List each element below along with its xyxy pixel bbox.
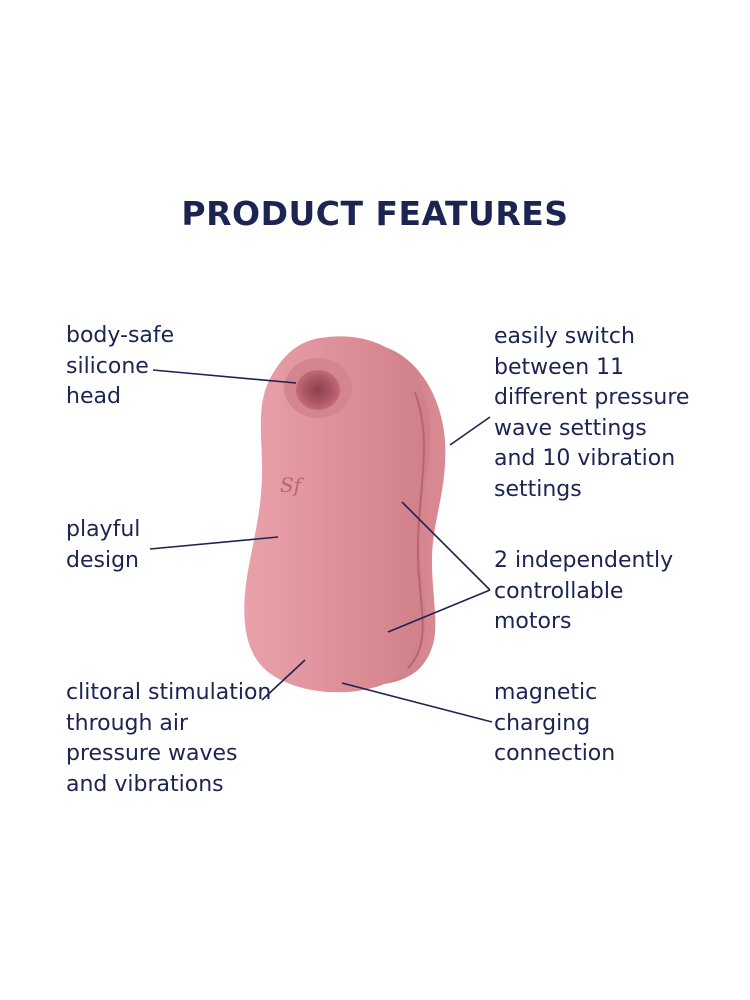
feature-text-line: 2 independently (494, 548, 674, 573)
feature-text-line: easily switch (494, 324, 635, 349)
feature-label-settings: easily switch between 11 different press… (494, 322, 689, 505)
feature-text-line: playful (66, 517, 141, 542)
feature-text-line: magnetic (494, 680, 598, 705)
callout-line-motors-b (387, 589, 491, 633)
device-seam (407, 391, 425, 669)
feature-text-line: settings (494, 476, 582, 502)
pressure-head-hole (296, 370, 340, 410)
feature-label-playful-design: playful design (66, 515, 140, 576)
feature-text-line: wave settings (494, 415, 647, 441)
feature-label-charging: magnetic charging connection (494, 678, 615, 770)
feature-label-silicone-head: body-safe silicone head (66, 321, 174, 413)
feature-label-stimulation: clitoral stimulation through air pressur… (66, 678, 271, 800)
callout-line-switch (449, 416, 491, 446)
page-title: PRODUCT FEATURES (181, 194, 569, 233)
feature-text-line: silicone (66, 353, 149, 379)
callout-line-silicone (152, 369, 297, 384)
feature-text-line: connection (494, 741, 616, 766)
feature-text-line: head (66, 384, 121, 409)
callout-line-clitoral (261, 659, 306, 701)
feature-text-line: controllable (494, 578, 624, 604)
feature-text-line: different pressure (494, 385, 690, 410)
device-body (244, 336, 431, 693)
feature-text-line: between 11 (494, 354, 625, 380)
feature-text-line: and 10 vibration (494, 446, 676, 471)
callout-line-motors-a (401, 501, 491, 591)
feature-text-line: clitoral stimulation (66, 680, 272, 705)
feature-text-line: body-safe (66, 323, 175, 348)
feature-text-line: pressure waves (66, 741, 238, 766)
feature-text-line: and vibrations (66, 771, 224, 797)
callout-line-charging (341, 682, 493, 723)
brand-logo: Sf (280, 473, 305, 497)
feature-text-line: motors (494, 609, 572, 634)
feature-text-line: through air (66, 710, 189, 736)
feature-label-motors: 2 independently controllable motors (494, 546, 673, 638)
feature-text-line: design (66, 547, 139, 573)
callout-line-playful (149, 536, 279, 550)
feature-text-line: charging (494, 710, 591, 736)
